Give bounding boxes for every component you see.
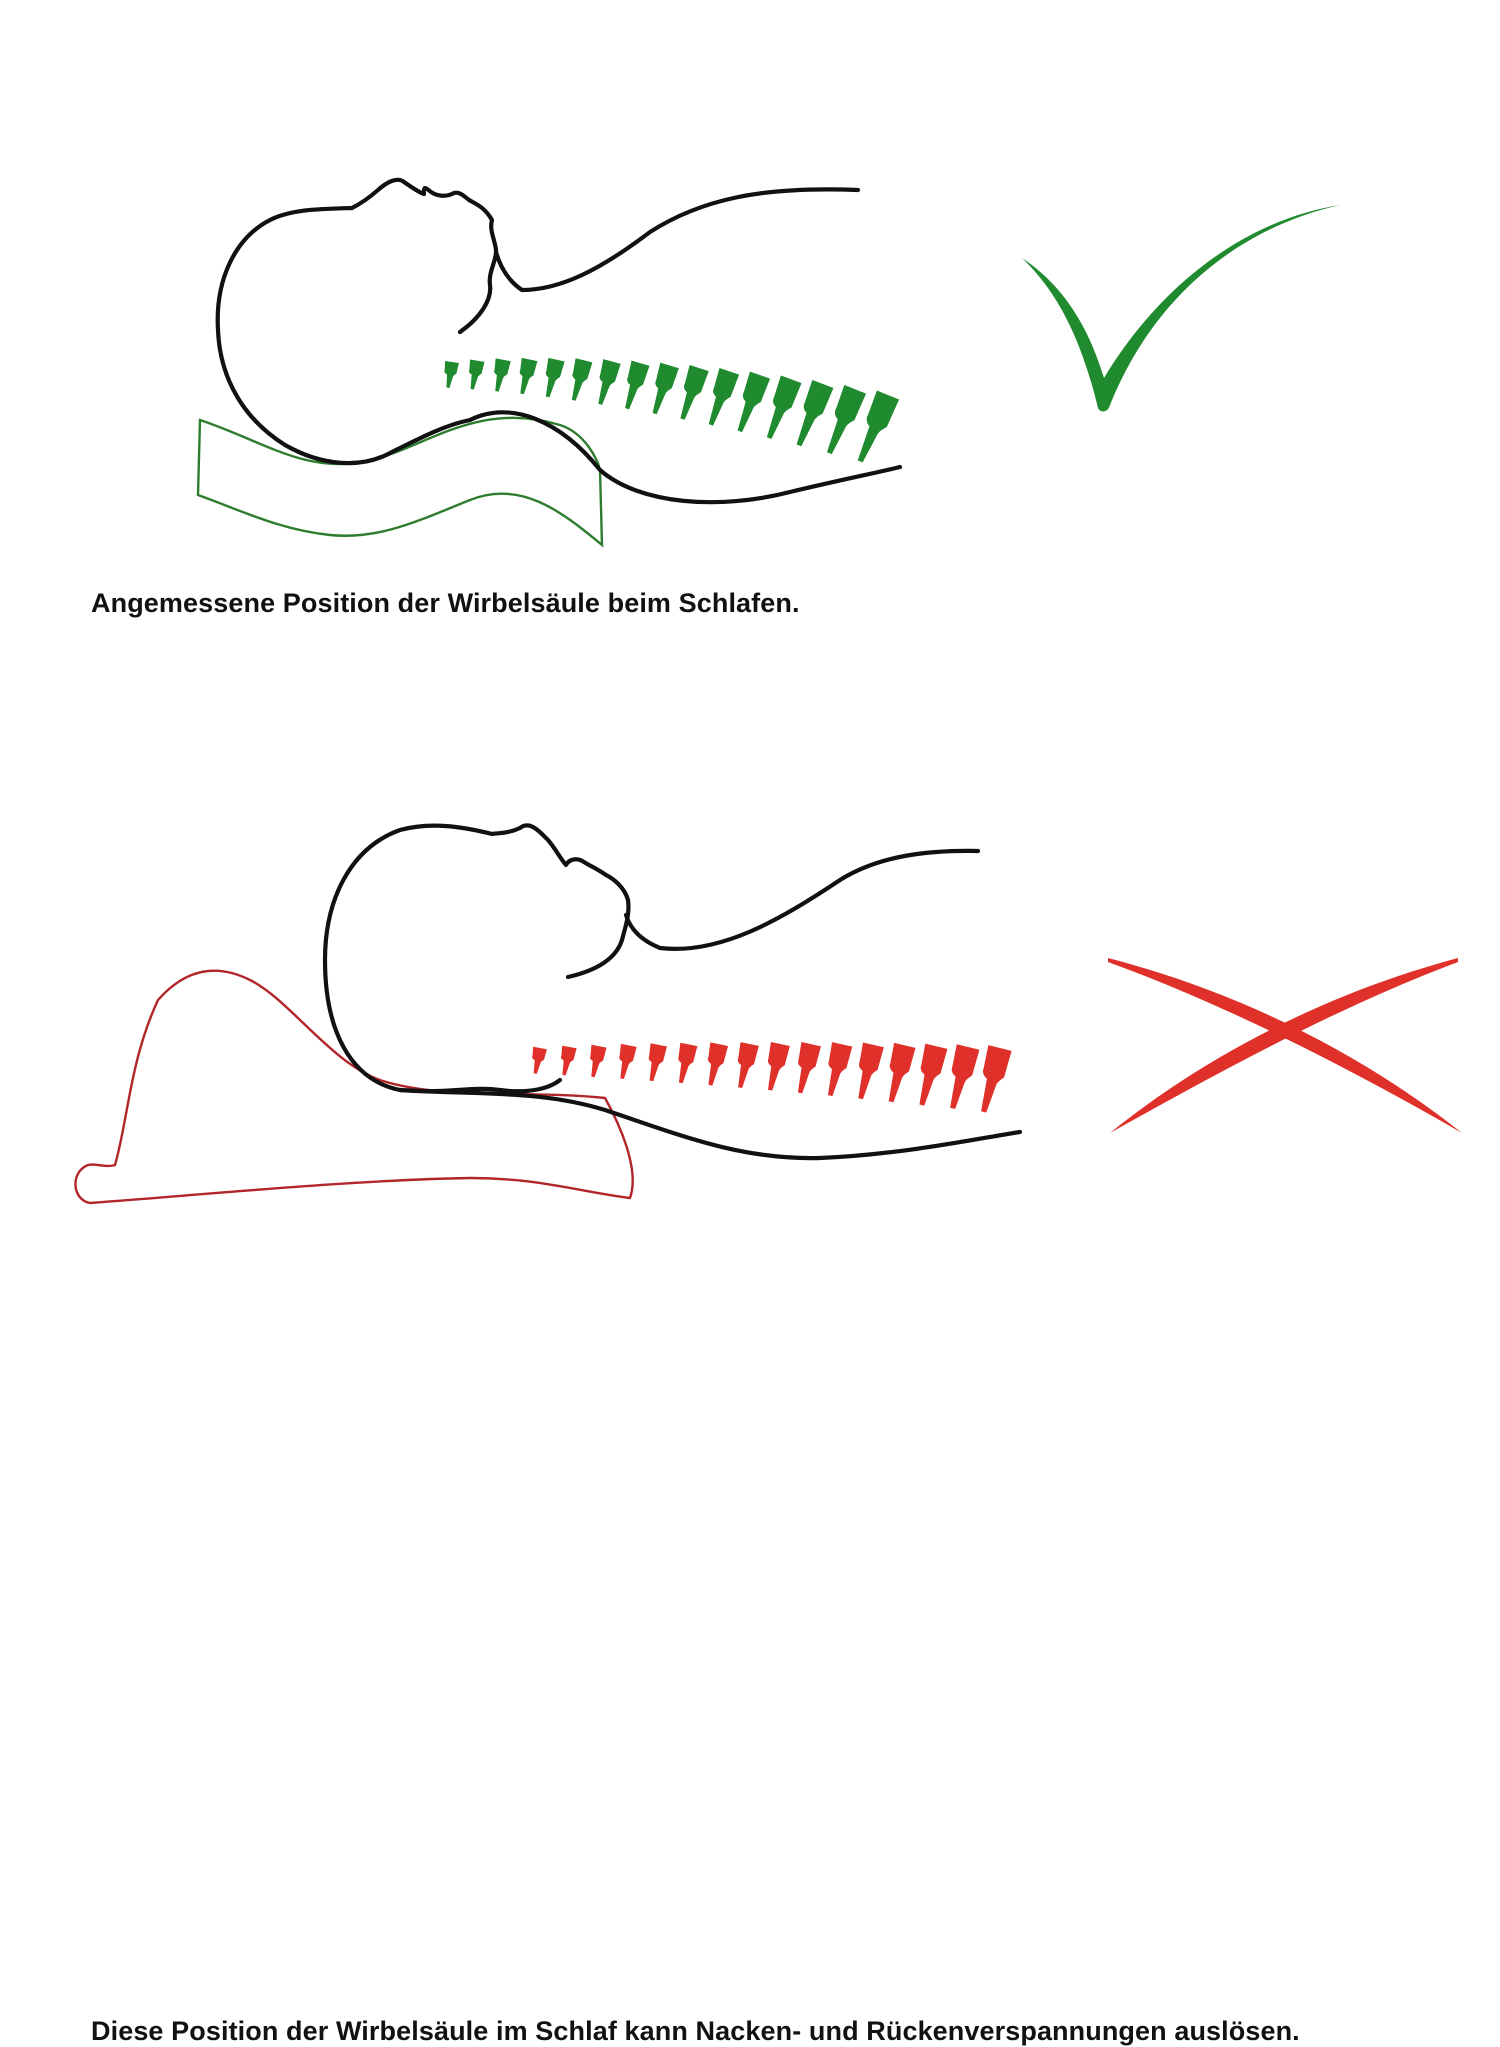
vertebra: [827, 1042, 853, 1097]
vertebra: [950, 1044, 980, 1110]
bad-position-panel: Diese Position der Wirbelsäule im Schlaf…: [0, 760, 1500, 2046]
vertebra: [625, 360, 650, 410]
vertebra: [707, 1042, 729, 1086]
vertebra: [678, 1042, 698, 1084]
neck-shoulder-outline: [493, 187, 861, 293]
vertebra: [444, 360, 459, 388]
contour-pillow-outline: [196, 416, 604, 548]
vertebra: [652, 362, 679, 415]
spine-misaligned: [532, 1041, 1012, 1113]
vertebra: [560, 1045, 577, 1076]
vertebra: [680, 365, 709, 420]
bad-position-illustration: [74, 823, 1462, 1205]
vertebra: [826, 385, 867, 455]
vertebra: [737, 1042, 759, 1089]
good-position-caption: Angemessene Position der Wirbelsäule bei…: [91, 588, 800, 618]
vertebra: [590, 1044, 607, 1078]
vertebra: [888, 1042, 916, 1103]
vertebra: [708, 368, 740, 426]
vertebra: [571, 358, 593, 401]
head-outline: [215, 177, 499, 466]
vertebra: [532, 1046, 547, 1074]
bad-position-caption: Diese Position der Wirbelsäule im Schlaf…: [91, 2016, 1300, 2046]
vertebra: [468, 359, 485, 390]
back-outline: [397, 1087, 1023, 1161]
back-outline: [467, 410, 903, 505]
vertebra: [494, 358, 511, 392]
vertebra: [545, 357, 565, 398]
good-position-panel: Angemessene Position der Wirbelsäule bei…: [0, 0, 1500, 640]
vertebra: [857, 390, 900, 463]
vertebra: [737, 371, 771, 433]
neck-shoulder-outline: [623, 848, 981, 951]
vertebra: [981, 1045, 1012, 1113]
vertebra: [598, 359, 621, 405]
vertebra: [858, 1042, 884, 1100]
vertebra: [648, 1043, 667, 1082]
vertebra: [766, 375, 802, 439]
vertebra: [519, 357, 538, 395]
vertebra: [797, 1042, 821, 1094]
vertebra: [619, 1043, 637, 1080]
cross-icon: [1108, 958, 1462, 1133]
vertebra: [796, 379, 834, 447]
head-outline: [322, 823, 631, 1094]
vertebra: [919, 1043, 948, 1106]
vertebra: [767, 1041, 790, 1091]
checkmark-icon: [1022, 205, 1340, 412]
good-position-illustration: [196, 177, 1340, 548]
spine-healthy: [444, 357, 900, 463]
